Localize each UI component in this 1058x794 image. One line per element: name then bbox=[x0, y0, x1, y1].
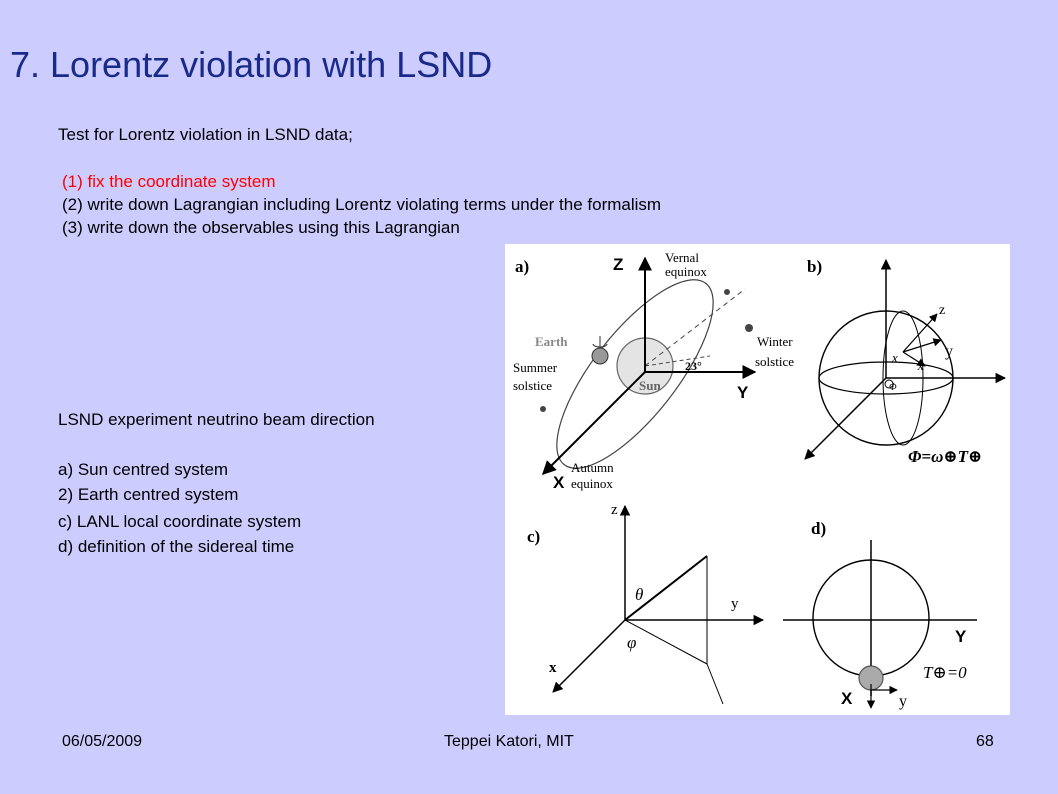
b-formula: Φ=ω⊕T⊕ bbox=[908, 447, 982, 466]
b-x-label: x bbox=[917, 359, 924, 374]
d-X-label: X bbox=[841, 689, 853, 708]
panel-item-c: c) LANL local coordinate system bbox=[58, 512, 302, 531]
summer-label-1: Summer bbox=[513, 360, 558, 375]
b-phi-small: Φ bbox=[889, 382, 897, 393]
c-proj-line bbox=[624, 619, 708, 665]
c-z-label: z bbox=[611, 502, 618, 518]
panel-a-label: a) bbox=[515, 257, 529, 276]
intro-text: Test for Lorentz violation in LSND data; bbox=[58, 125, 353, 144]
vernal-label-2: equinox bbox=[665, 264, 707, 279]
panel-c-label: c) bbox=[527, 527, 540, 546]
tilt-line bbox=[644, 355, 711, 367]
coordinate-diagrams: a) Z Y X Vernal equinox Winter s bbox=[513, 250, 1007, 710]
panel-b: b) z y x x Φ Φ=ω⊕T⊕ bbox=[804, 257, 1007, 466]
c-y-label: y bbox=[731, 596, 739, 612]
panel-item-d: d) definition of the sidereal time bbox=[58, 537, 295, 556]
step-3: (3) write down the observables using thi… bbox=[62, 218, 460, 237]
autumn-label-1: Autumn bbox=[571, 460, 614, 475]
winter-dot bbox=[745, 324, 753, 332]
c-phi-label: φ bbox=[627, 633, 636, 652]
c-theta-label: θ bbox=[635, 585, 643, 604]
c-extension-line bbox=[706, 663, 724, 705]
a-y-label: Y bbox=[737, 383, 749, 402]
earth-dot bbox=[591, 347, 609, 365]
panel-c: c) z y x θ φ bbox=[527, 502, 765, 705]
summer-label-2: solstice bbox=[513, 378, 552, 393]
c-x-axis bbox=[552, 619, 626, 693]
slide-title: 7. Lorentz violation with LSND bbox=[10, 44, 493, 85]
footer-page-number: 68 bbox=[976, 733, 994, 750]
c-x-label: x bbox=[549, 660, 557, 676]
d-Y-label: Y bbox=[955, 627, 967, 646]
vernal-dot bbox=[724, 289, 730, 295]
a-x-axis bbox=[542, 371, 646, 475]
winter-label-2: solstice bbox=[755, 354, 794, 369]
tilt-label: 23° bbox=[685, 359, 702, 373]
d-formula: T⊕=0 bbox=[923, 663, 967, 682]
b-z-label: z bbox=[939, 303, 945, 318]
b-x-italic-label: x bbox=[891, 350, 898, 365]
sun-label: Sun bbox=[639, 378, 661, 393]
b-local-z bbox=[902, 313, 938, 353]
step-2: (2) write down Lagrangian including Lore… bbox=[62, 195, 662, 214]
a-x-label: X bbox=[553, 473, 565, 492]
coordinate-figure: a) Z Y X Vernal equinox Winter s bbox=[505, 244, 1010, 715]
footer-date: 06/05/2009 bbox=[62, 733, 143, 750]
step-1: (1) fix the coordinate system bbox=[62, 172, 276, 191]
footer-author: Teppei Katori, MIT bbox=[444, 733, 574, 750]
earth-label: Earth bbox=[535, 334, 568, 349]
panel-d: d) Y X y T⊕=0 bbox=[783, 519, 977, 710]
a-z-label: Z bbox=[613, 255, 623, 274]
panel-item-a: a) Sun centred system bbox=[58, 460, 229, 479]
b-local-x bbox=[902, 351, 926, 367]
orbit-axis-dashed bbox=[644, 288, 746, 367]
c-vector bbox=[624, 555, 708, 621]
b-origin-dot bbox=[884, 379, 894, 389]
b-y-label: y bbox=[945, 343, 953, 360]
winter-label-1: Winter bbox=[757, 334, 793, 349]
summer-dot bbox=[540, 406, 546, 412]
autumn-label-2: equinox bbox=[571, 476, 613, 491]
panel-d-label: d) bbox=[811, 519, 826, 538]
panel-a: a) Z Y X Vernal equinox Winter s bbox=[513, 250, 794, 492]
panel-b-label: b) bbox=[807, 257, 822, 276]
d-y-label: y bbox=[899, 693, 907, 710]
vernal-label-1: Vernal bbox=[665, 250, 699, 265]
b-local-y bbox=[902, 338, 942, 353]
b-x-axis bbox=[804, 377, 887, 460]
panel-item-b: 2) Earth centred system bbox=[58, 485, 239, 504]
beam-heading: LSND experiment neutrino beam direction bbox=[58, 410, 375, 429]
